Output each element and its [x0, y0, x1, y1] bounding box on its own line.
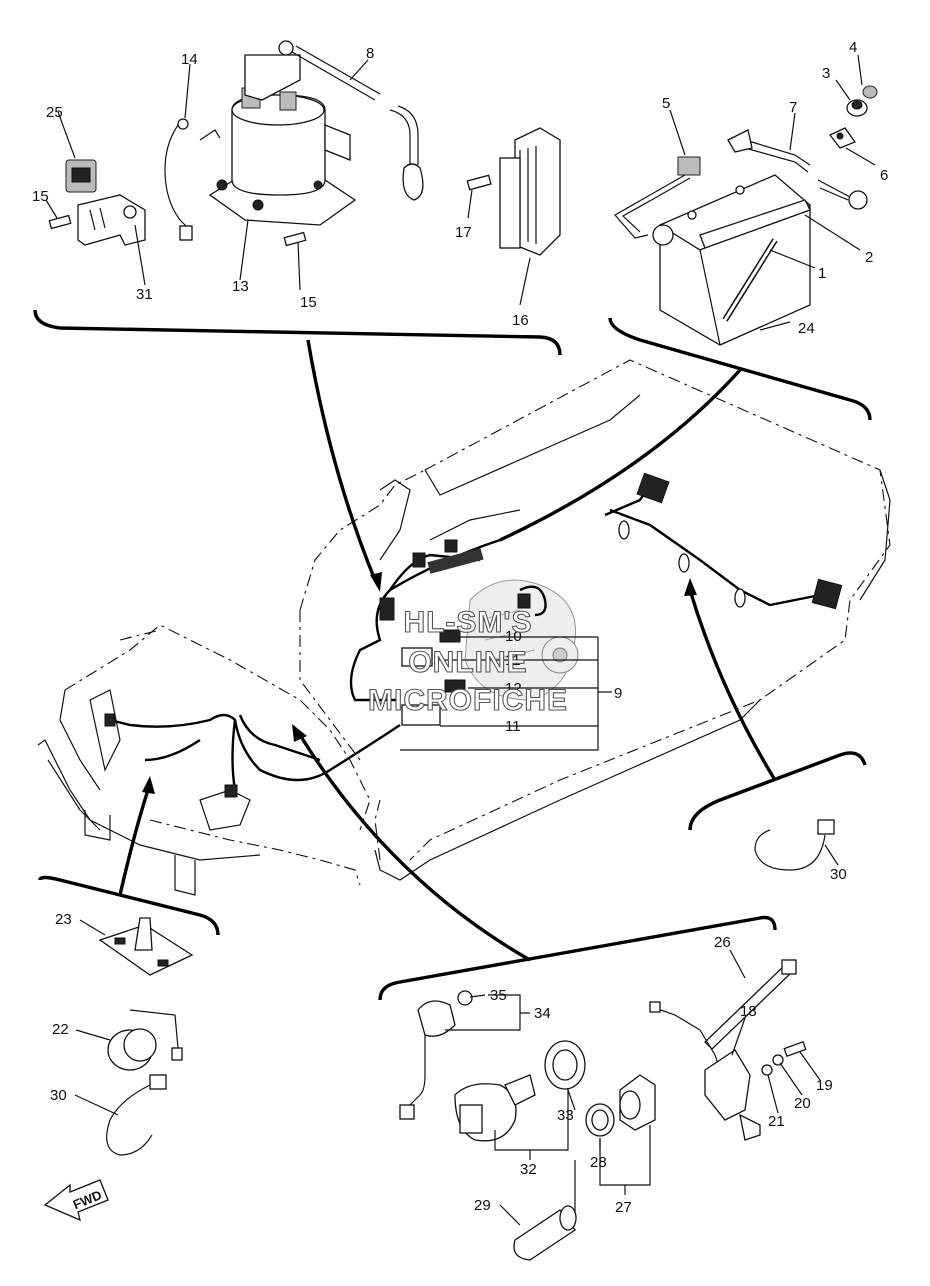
callout-21: 21: [768, 1113, 785, 1130]
callout-13: 13: [232, 278, 249, 295]
callout-19: 19: [816, 1077, 833, 1094]
callout-9: 9: [614, 685, 622, 702]
callout-33: 33: [557, 1107, 574, 1124]
wiring-harness: [104, 369, 843, 798]
callout-11: 11: [505, 652, 521, 669]
callout-26: 26: [714, 934, 731, 951]
callout-23: 23: [55, 911, 72, 928]
callout-7: 7: [789, 99, 797, 116]
callout-35: 35: [490, 987, 507, 1004]
watermark: HL-SM'S ONLINE MICROFICHE: [367, 605, 568, 717]
callout-17: 17: [455, 224, 472, 241]
callout-28: 28: [590, 1154, 607, 1171]
callout-31: 31: [136, 286, 153, 303]
rectifier-regulator: [466, 127, 561, 256]
callout-12: 12: [505, 680, 522, 697]
callout-5: 5: [662, 95, 670, 112]
pointer-lines: [118, 339, 777, 962]
callout-32: 32: [520, 1161, 537, 1178]
callout-6: 6: [880, 167, 888, 184]
starter-relay-assembly: [48, 40, 424, 247]
callout-29: 29: [474, 1197, 491, 1214]
watermark-line-3: MICROFICHE: [368, 684, 568, 717]
callout-2: 2: [865, 249, 873, 266]
watermark-line-1: HL-SM'S: [403, 606, 532, 639]
lower-left-parts: FWD: [43, 917, 194, 1222]
callout-15: 15: [32, 188, 49, 205]
callout-30: 30: [830, 866, 847, 883]
callout-16: 16: [512, 312, 529, 329]
callout-27: 27: [615, 1199, 632, 1216]
callout-30: 30: [50, 1087, 67, 1104]
callout-18: 18: [740, 1003, 757, 1020]
callout-8: 8: [366, 45, 374, 62]
callout-25: 25: [46, 104, 63, 121]
callout-15: 15: [300, 294, 317, 311]
callout-1: 1: [818, 265, 826, 282]
callout-34: 34: [534, 1005, 551, 1022]
group-brackets: [33, 309, 872, 1001]
lower-right-parts: [399, 959, 807, 1261]
battery-assembly: [614, 85, 878, 346]
callout-20: 20: [794, 1095, 811, 1112]
callout-22: 22: [52, 1021, 69, 1038]
callout-leaders: [45, 54, 876, 1226]
callout-3: 3: [822, 65, 830, 82]
callout-labels: 25 15 31 14 13 15 8 17 16 5 7 4 3 6 2 1 …: [32, 39, 888, 1216]
callout-11: 11: [505, 718, 521, 735]
watermark-line-2: ONLINE: [408, 646, 527, 679]
callout-24: 24: [798, 320, 815, 337]
callout-10: 10: [505, 628, 522, 645]
callout-4: 4: [849, 39, 857, 56]
callout-14: 14: [181, 51, 198, 68]
cable-tie-right: [754, 819, 835, 871]
